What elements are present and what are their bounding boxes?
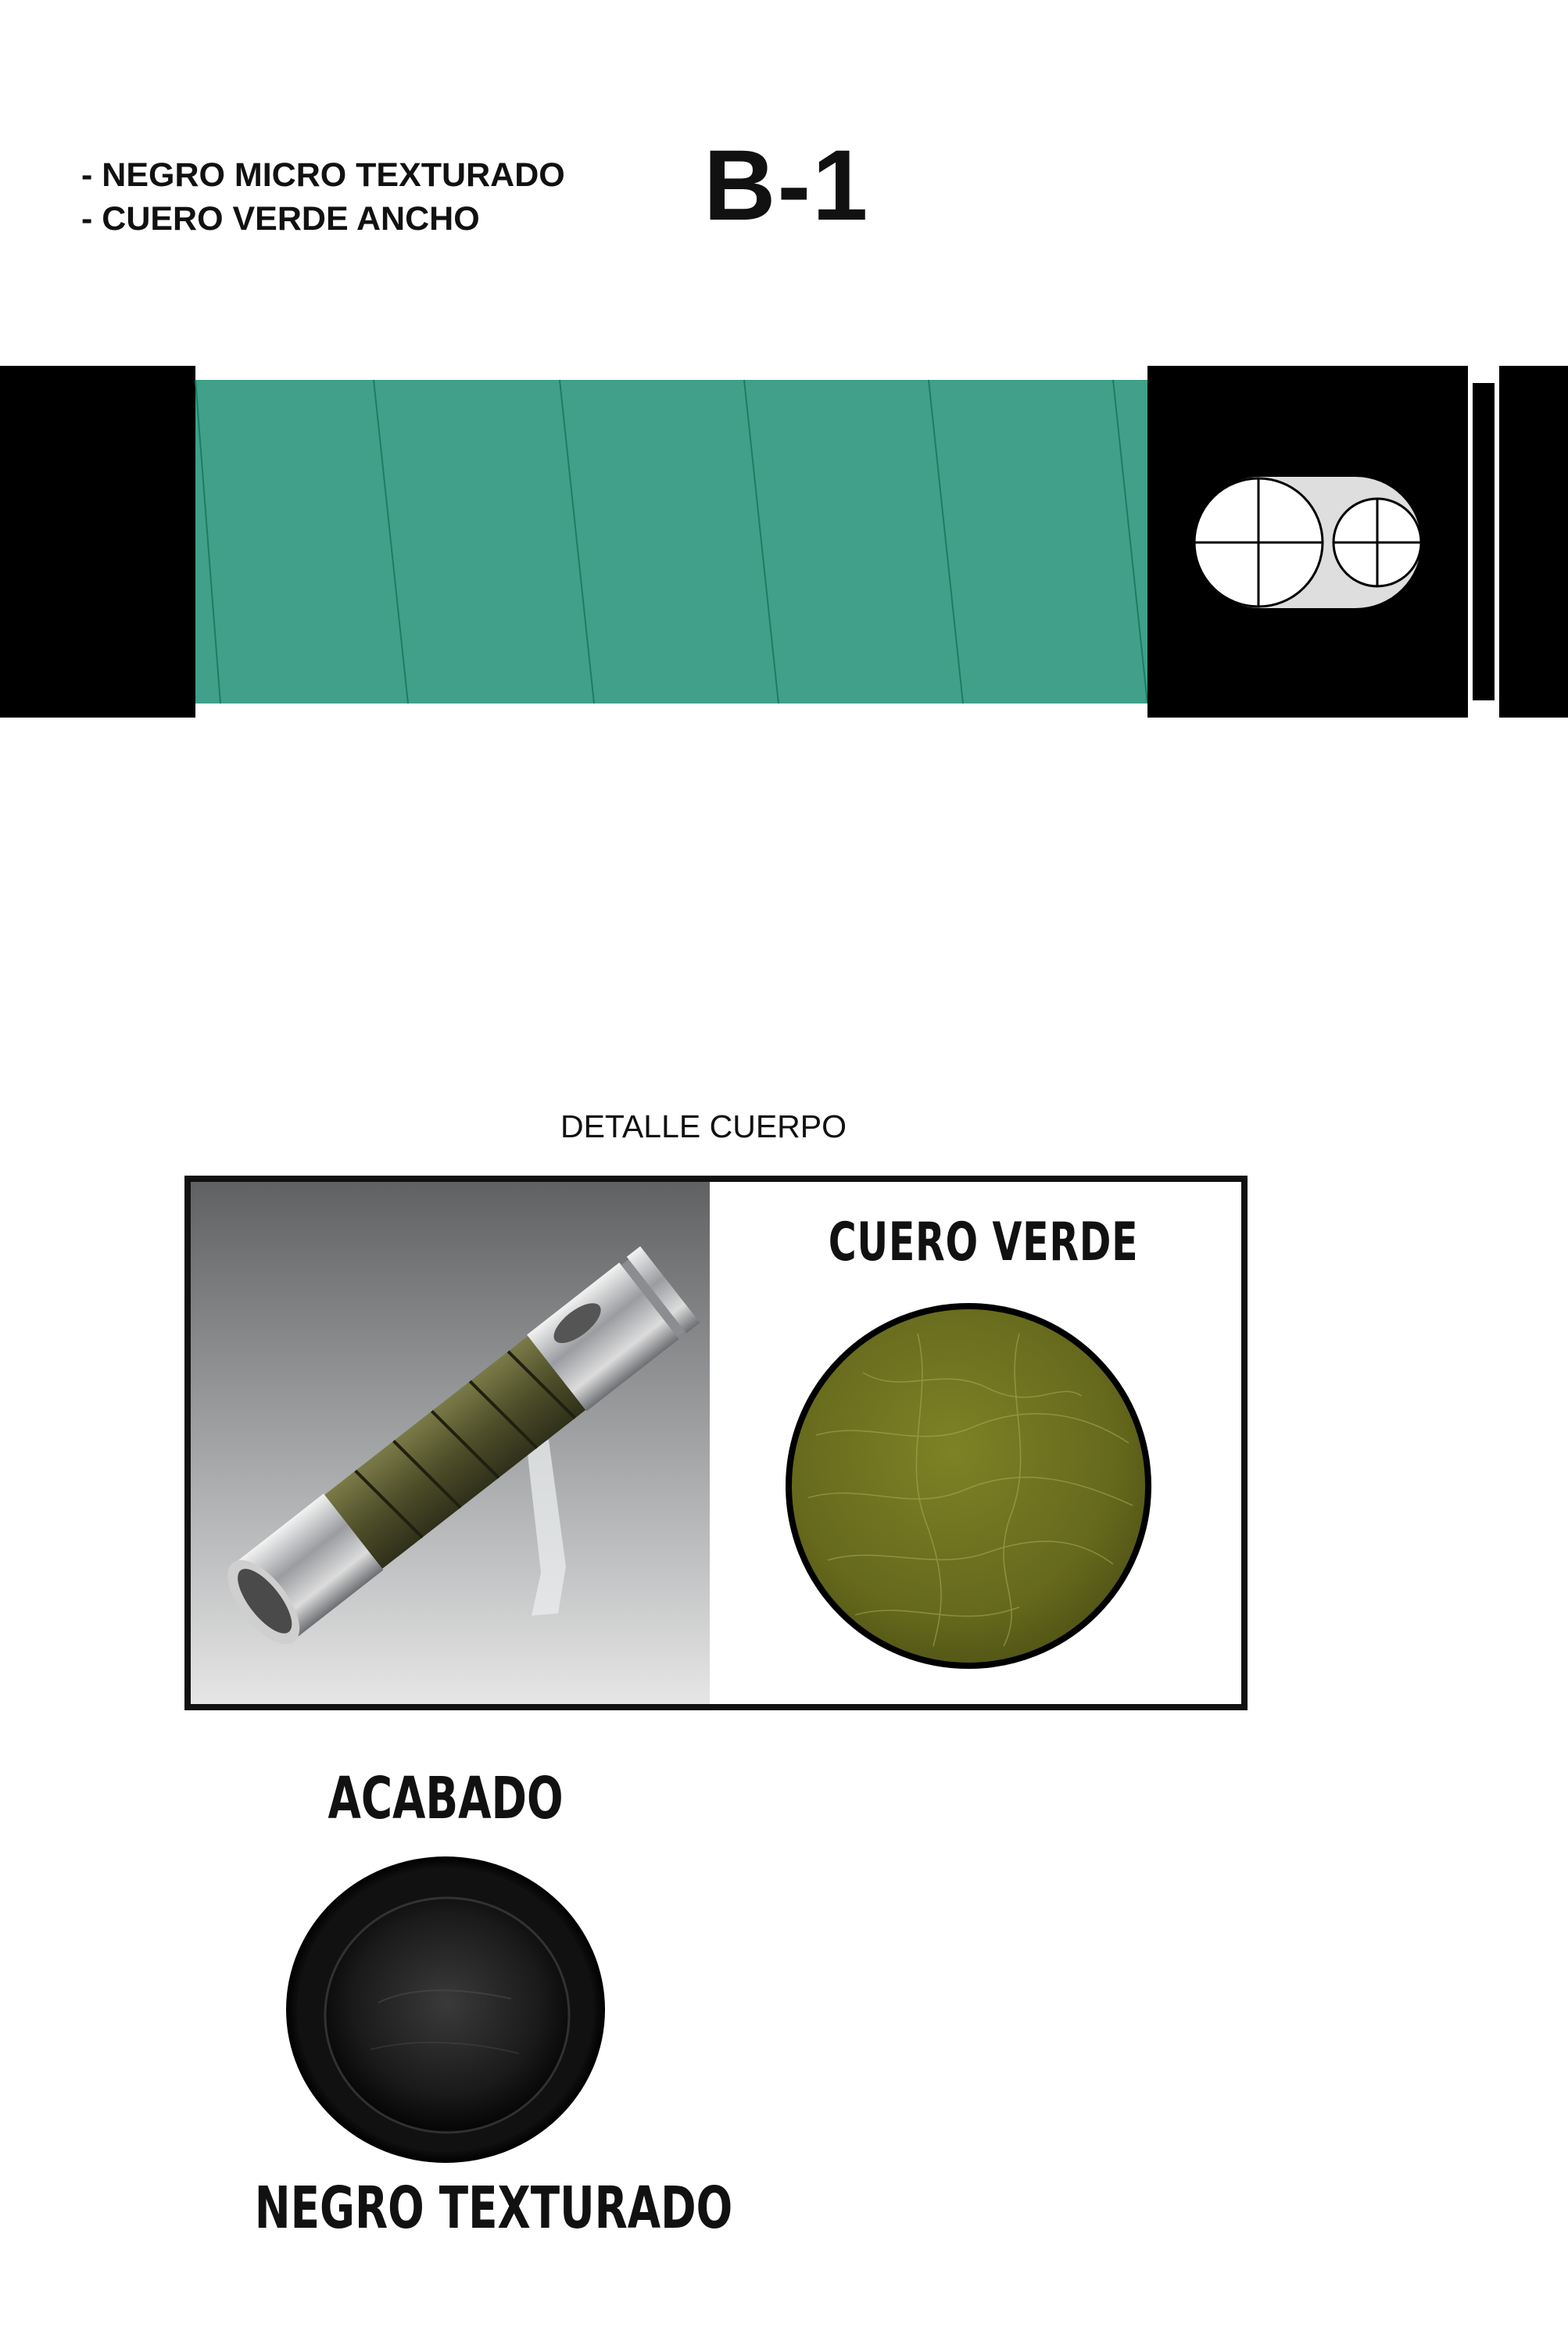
spec-line-leather: - CUERO VERDE ANCHO [81,200,480,238]
leather-wrap [195,380,1147,704]
emitter-tip [1499,366,1568,718]
detail-title: DETALLE CUERPO [560,1108,847,1144]
finish-name: NEGRO TEXTURADO [254,2175,733,2242]
leather-grip [324,1336,586,1569]
acrylic-stand [527,1440,566,1616]
emitter-gap-2 [1495,366,1499,718]
leather-title: CUERO VERDE [828,1212,1139,1273]
spec-line-finish: - NEGRO MICRO TEXTURADO [81,156,565,194]
emitter-gap [1468,366,1473,718]
wrap-seam-lines [195,379,1148,704]
switch-crosshair-icon [1193,477,1423,608]
pommel-section [0,366,195,718]
model-code: B-1 [703,130,870,242]
hilt-photo [191,1182,710,1704]
hilt-diagram [0,366,1568,718]
finish-sample [286,1856,605,2163]
spec-list: - NEGRO MICRO TEXTURADO - CUERO VERDE AN… [81,153,565,241]
finish-title: ACABADO [328,1765,564,1832]
emitter-ring [1473,383,1495,700]
detail-panel: CUERO VERDE [184,1176,1248,1710]
emitter-metal [527,1262,679,1412]
leather-swatch [786,1303,1151,1669]
